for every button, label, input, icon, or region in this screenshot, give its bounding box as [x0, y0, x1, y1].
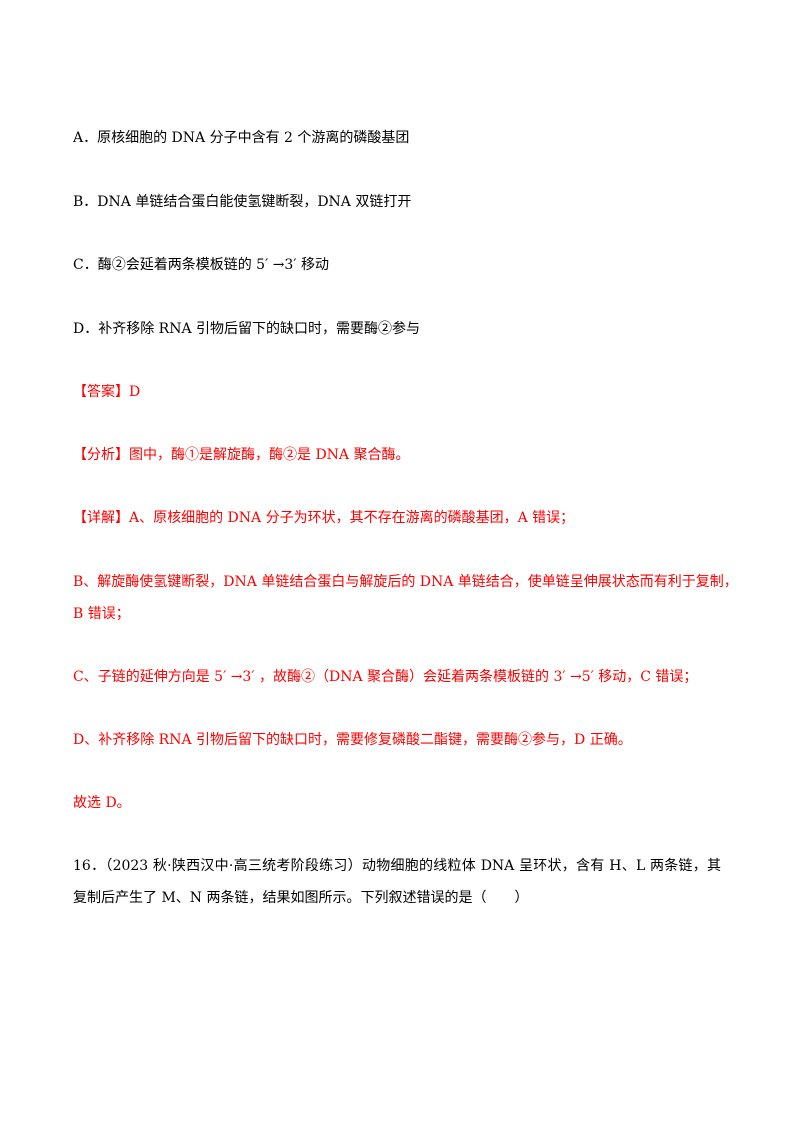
question-text: 动物细胞的线粒体 DNA 呈环状，含有 H、L 两条链，其复制后产生了 M、N … [73, 858, 721, 906]
analysis-line: 【分析】图中，酶①是解旋酶，酶②是 DNA 聚合酶。 [73, 445, 409, 465]
detail-a-text: A、原核细胞的 DNA 分子为环状，其不存在游离的磷酸基团，A 错误； [129, 510, 575, 526]
detail-line-d: D、补齐移除 RNA 引物后留下的缺口时，需要修复磷酸二酯键，需要酶②参与，D … [73, 732, 632, 748]
detail-line-b1: B、解旋酶使氢键断裂，DNA 单链结合蛋白与解旋后的 DNA 单链结合，使单链呈… [73, 574, 738, 590]
answer-line: 【答案】D [73, 382, 140, 402]
question-source: （2023 秋·陕西汉中·高三统考阶段练习） [105, 858, 362, 874]
question-number: 16． [73, 858, 106, 874]
answer-value: D [129, 384, 141, 400]
answer-label: 【答案】 [73, 384, 129, 400]
detail-line-b2: B 错误； [73, 606, 130, 622]
detail-line-c: C、子链的延伸方向是 5′ →3′ ，故酶②（DNA 聚合酶）会延着两条模板链的… [73, 669, 698, 685]
detail-line-a: 【详解】A、原核细胞的 DNA 分子为环状，其不存在游离的磷酸基团，A 错误； [73, 508, 574, 528]
question-16: 16．（2023 秋·陕西汉中·高三统考阶段练习）动物细胞的线粒体 DNA 呈环… [73, 850, 721, 914]
option-d: D．补齐移除 RNA 引物后留下的缺口时，需要酶②参与 [73, 321, 421, 337]
analysis-text: 图中，酶①是解旋酶，酶②是 DNA 聚合酶。 [129, 447, 410, 463]
detail-conclusion: 故选 D。 [73, 795, 131, 811]
option-c: C．酶②会延着两条模板链的 5′ →3′ 移动 [73, 257, 329, 273]
option-b: B．DNA 单链结合蛋白能使氢键断裂，DNA 双链打开 [73, 194, 412, 210]
analysis-label: 【分析】 [73, 447, 129, 463]
option-a: A．原核细胞的 DNA 分子中含有 2 个游离的磷酸基团 [73, 130, 410, 146]
detail-label: 【详解】 [73, 510, 129, 526]
